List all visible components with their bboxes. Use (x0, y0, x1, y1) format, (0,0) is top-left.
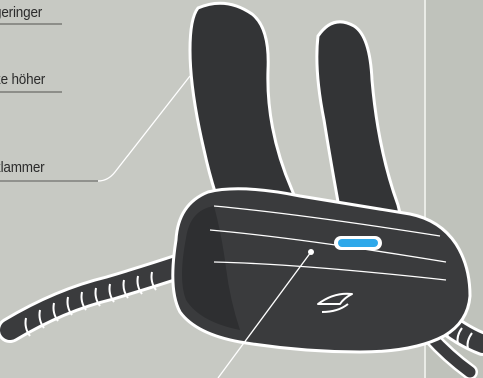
brand-swoosh-icon (317, 292, 353, 313)
label-ringer: geringer (0, 4, 43, 21)
status-led-light (338, 239, 378, 247)
callout-line-clip (0, 75, 191, 182)
cable-left (0, 253, 193, 343)
device-contours (209, 205, 447, 281)
label-clip: klammer (0, 159, 45, 176)
device-side-face (182, 206, 240, 330)
label-height: ke höher (0, 71, 46, 88)
callout-line-led (217, 251, 312, 378)
clip-finger-right (315, 20, 406, 242)
callout-dot-led (308, 249, 314, 255)
